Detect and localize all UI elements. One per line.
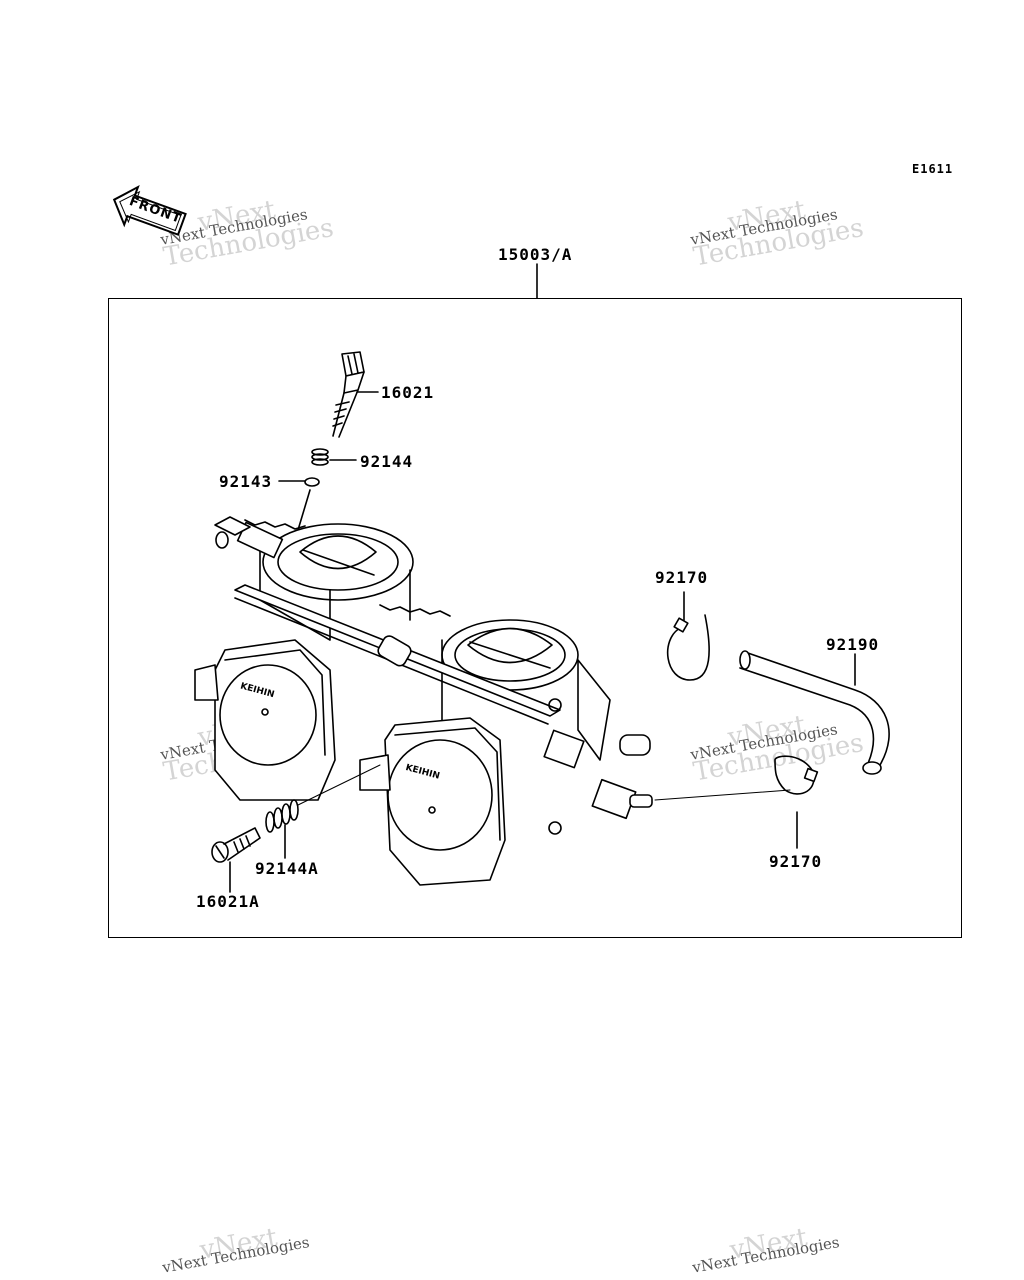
part-code-16021: 16021: [381, 383, 435, 402]
assembly-code: 15003/A: [498, 245, 573, 264]
part-code-16021A: 16021A: [196, 892, 260, 911]
part-code-92170-bottom: 92170: [769, 852, 823, 871]
watermark: vNext vNext Technologies: [160, 1222, 311, 1277]
watermark: vNext vNext Technologies: [690, 1222, 841, 1277]
part-code-92170-top: 92170: [655, 568, 709, 587]
part-code-92144: 92144: [360, 452, 414, 471]
part-code-92190: 92190: [826, 635, 880, 654]
diagram-id: E1611: [912, 162, 954, 176]
watermark: vNext vNext Technologies Technologies: [689, 194, 866, 273]
assembly-frame: [108, 298, 962, 938]
part-code-92143: 92143: [219, 472, 273, 491]
watermark: vNext vNext Technologies Technologies: [159, 194, 336, 273]
front-label: FRONT: [127, 194, 184, 227]
part-code-92144A: 92144A: [255, 859, 319, 878]
